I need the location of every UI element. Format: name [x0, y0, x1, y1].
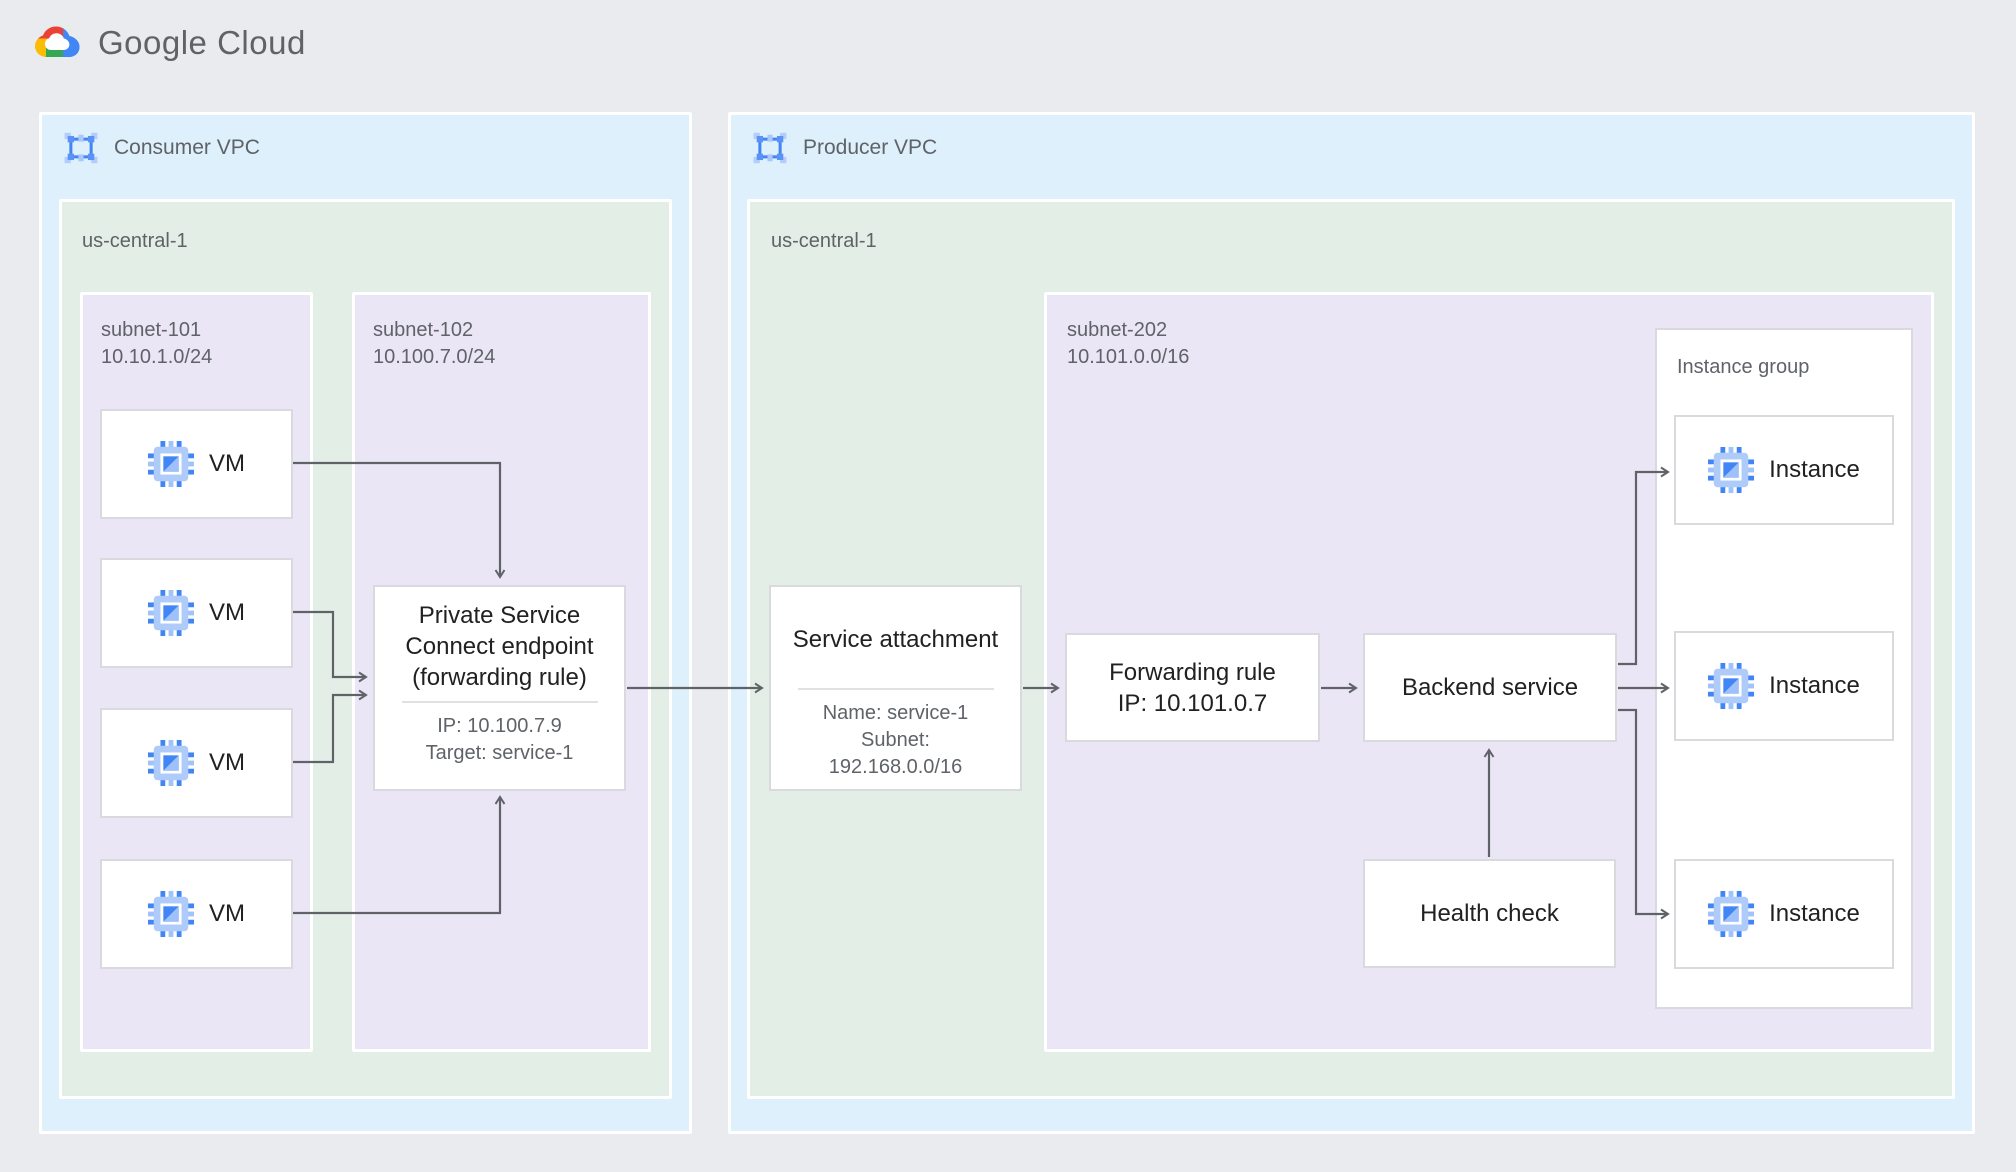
compute-instance-icon: [1708, 663, 1755, 709]
compute-vm-icon: [148, 590, 194, 636]
psc-endpoint-ip: IP: 10.100.7.9: [437, 715, 562, 737]
instance-card-1: Instance: [1674, 415, 1894, 525]
vm-label: VM: [209, 450, 245, 477]
subnet-202-cidr: 10.101.0.0/16: [1067, 346, 1190, 368]
subnet-101-label: subnet-101 10.10.1.0/24: [101, 317, 212, 371]
vm-label: VM: [209, 900, 245, 927]
psc-endpoint-title: Private Service Connect endpoint (forwar…: [405, 601, 594, 691]
compute-vm-icon: [148, 441, 194, 487]
vm-card-1: VM: [100, 409, 293, 519]
compute-vm-icon: [148, 891, 194, 937]
subnet-102-cidr: 10.100.7.0/24: [373, 346, 496, 368]
service-attachment-subnet-cidr: 192.168.0.0/16: [828, 756, 963, 778]
compute-vm-icon: [148, 740, 194, 786]
service-attachment-title: Service attachment: [792, 626, 999, 653]
psc-endpoint-card: Private Service Connect endpoint (forwar…: [373, 585, 626, 791]
vpc-network-icon: [752, 131, 788, 165]
vm-card-4: VM: [100, 859, 293, 969]
vm-card-3: VM: [100, 708, 293, 818]
forwarding-rule-card: Forwarding rule IP: 10.101.0.7: [1065, 633, 1320, 742]
compute-instance-icon: [1708, 447, 1755, 493]
subnet-102-label: subnet-102 10.100.7.0/24: [373, 317, 495, 371]
instance-label: Instance: [1769, 456, 1860, 483]
backend-service-card: Backend service: [1363, 633, 1617, 742]
google-cloud-logo-icon: [35, 26, 80, 57]
health-check-label: Health check: [1420, 900, 1559, 927]
google-cloud-logo: Google Cloud: [32, 24, 306, 62]
backend-service-label: Backend service: [1401, 674, 1579, 701]
consumer-vpc-header: Consumer VPC: [62, 131, 260, 165]
service-attachment-subnet-word: Subnet:: [861, 729, 930, 751]
vm-label: VM: [209, 749, 245, 776]
service-attachment-name: Name: service-1: [822, 702, 969, 724]
instance-card-2: Instance: [1674, 631, 1894, 741]
instance-card-3: Instance: [1674, 859, 1894, 969]
forwarding-rule-title: Forwarding rule: [1109, 658, 1276, 686]
card-divider: [797, 688, 994, 690]
subnet-202-name: subnet-202: [1067, 319, 1168, 341]
vm-label: VM: [209, 599, 245, 626]
compute-instance-icon: [1708, 891, 1755, 937]
instance-label: Instance: [1769, 900, 1860, 927]
consumer-vpc-label: Consumer VPC: [114, 136, 260, 159]
producer-region-label: us-central-1: [771, 230, 877, 252]
subnet-102-name: subnet-102: [373, 319, 474, 341]
instance-group-label: Instance group: [1677, 356, 1810, 378]
instance-label: Instance: [1769, 672, 1860, 699]
subnet-101-cidr: 10.10.1.0/24: [101, 346, 213, 368]
subnet-101-name: subnet-101: [101, 319, 202, 341]
card-divider: [401, 701, 598, 703]
subnet-202-label: subnet-202 10.101.0.0/16: [1067, 317, 1189, 371]
vpc-network-icon: [63, 131, 99, 165]
psc-endpoint-target: Target: service-1: [425, 742, 574, 764]
service-attachment-card: Service attachment Name: service-1 Subne…: [769, 585, 1022, 791]
forwarding-rule-ip: IP: 10.101.0.7: [1117, 689, 1268, 717]
producer-vpc-header: Producer VPC: [751, 131, 937, 165]
google-cloud-logo-text: Google Cloud: [98, 24, 306, 61]
vm-card-2: VM: [100, 558, 293, 668]
health-check-card: Health check: [1363, 859, 1616, 968]
consumer-region-label: us-central-1: [82, 230, 188, 252]
producer-vpc-label: Producer VPC: [803, 136, 938, 159]
